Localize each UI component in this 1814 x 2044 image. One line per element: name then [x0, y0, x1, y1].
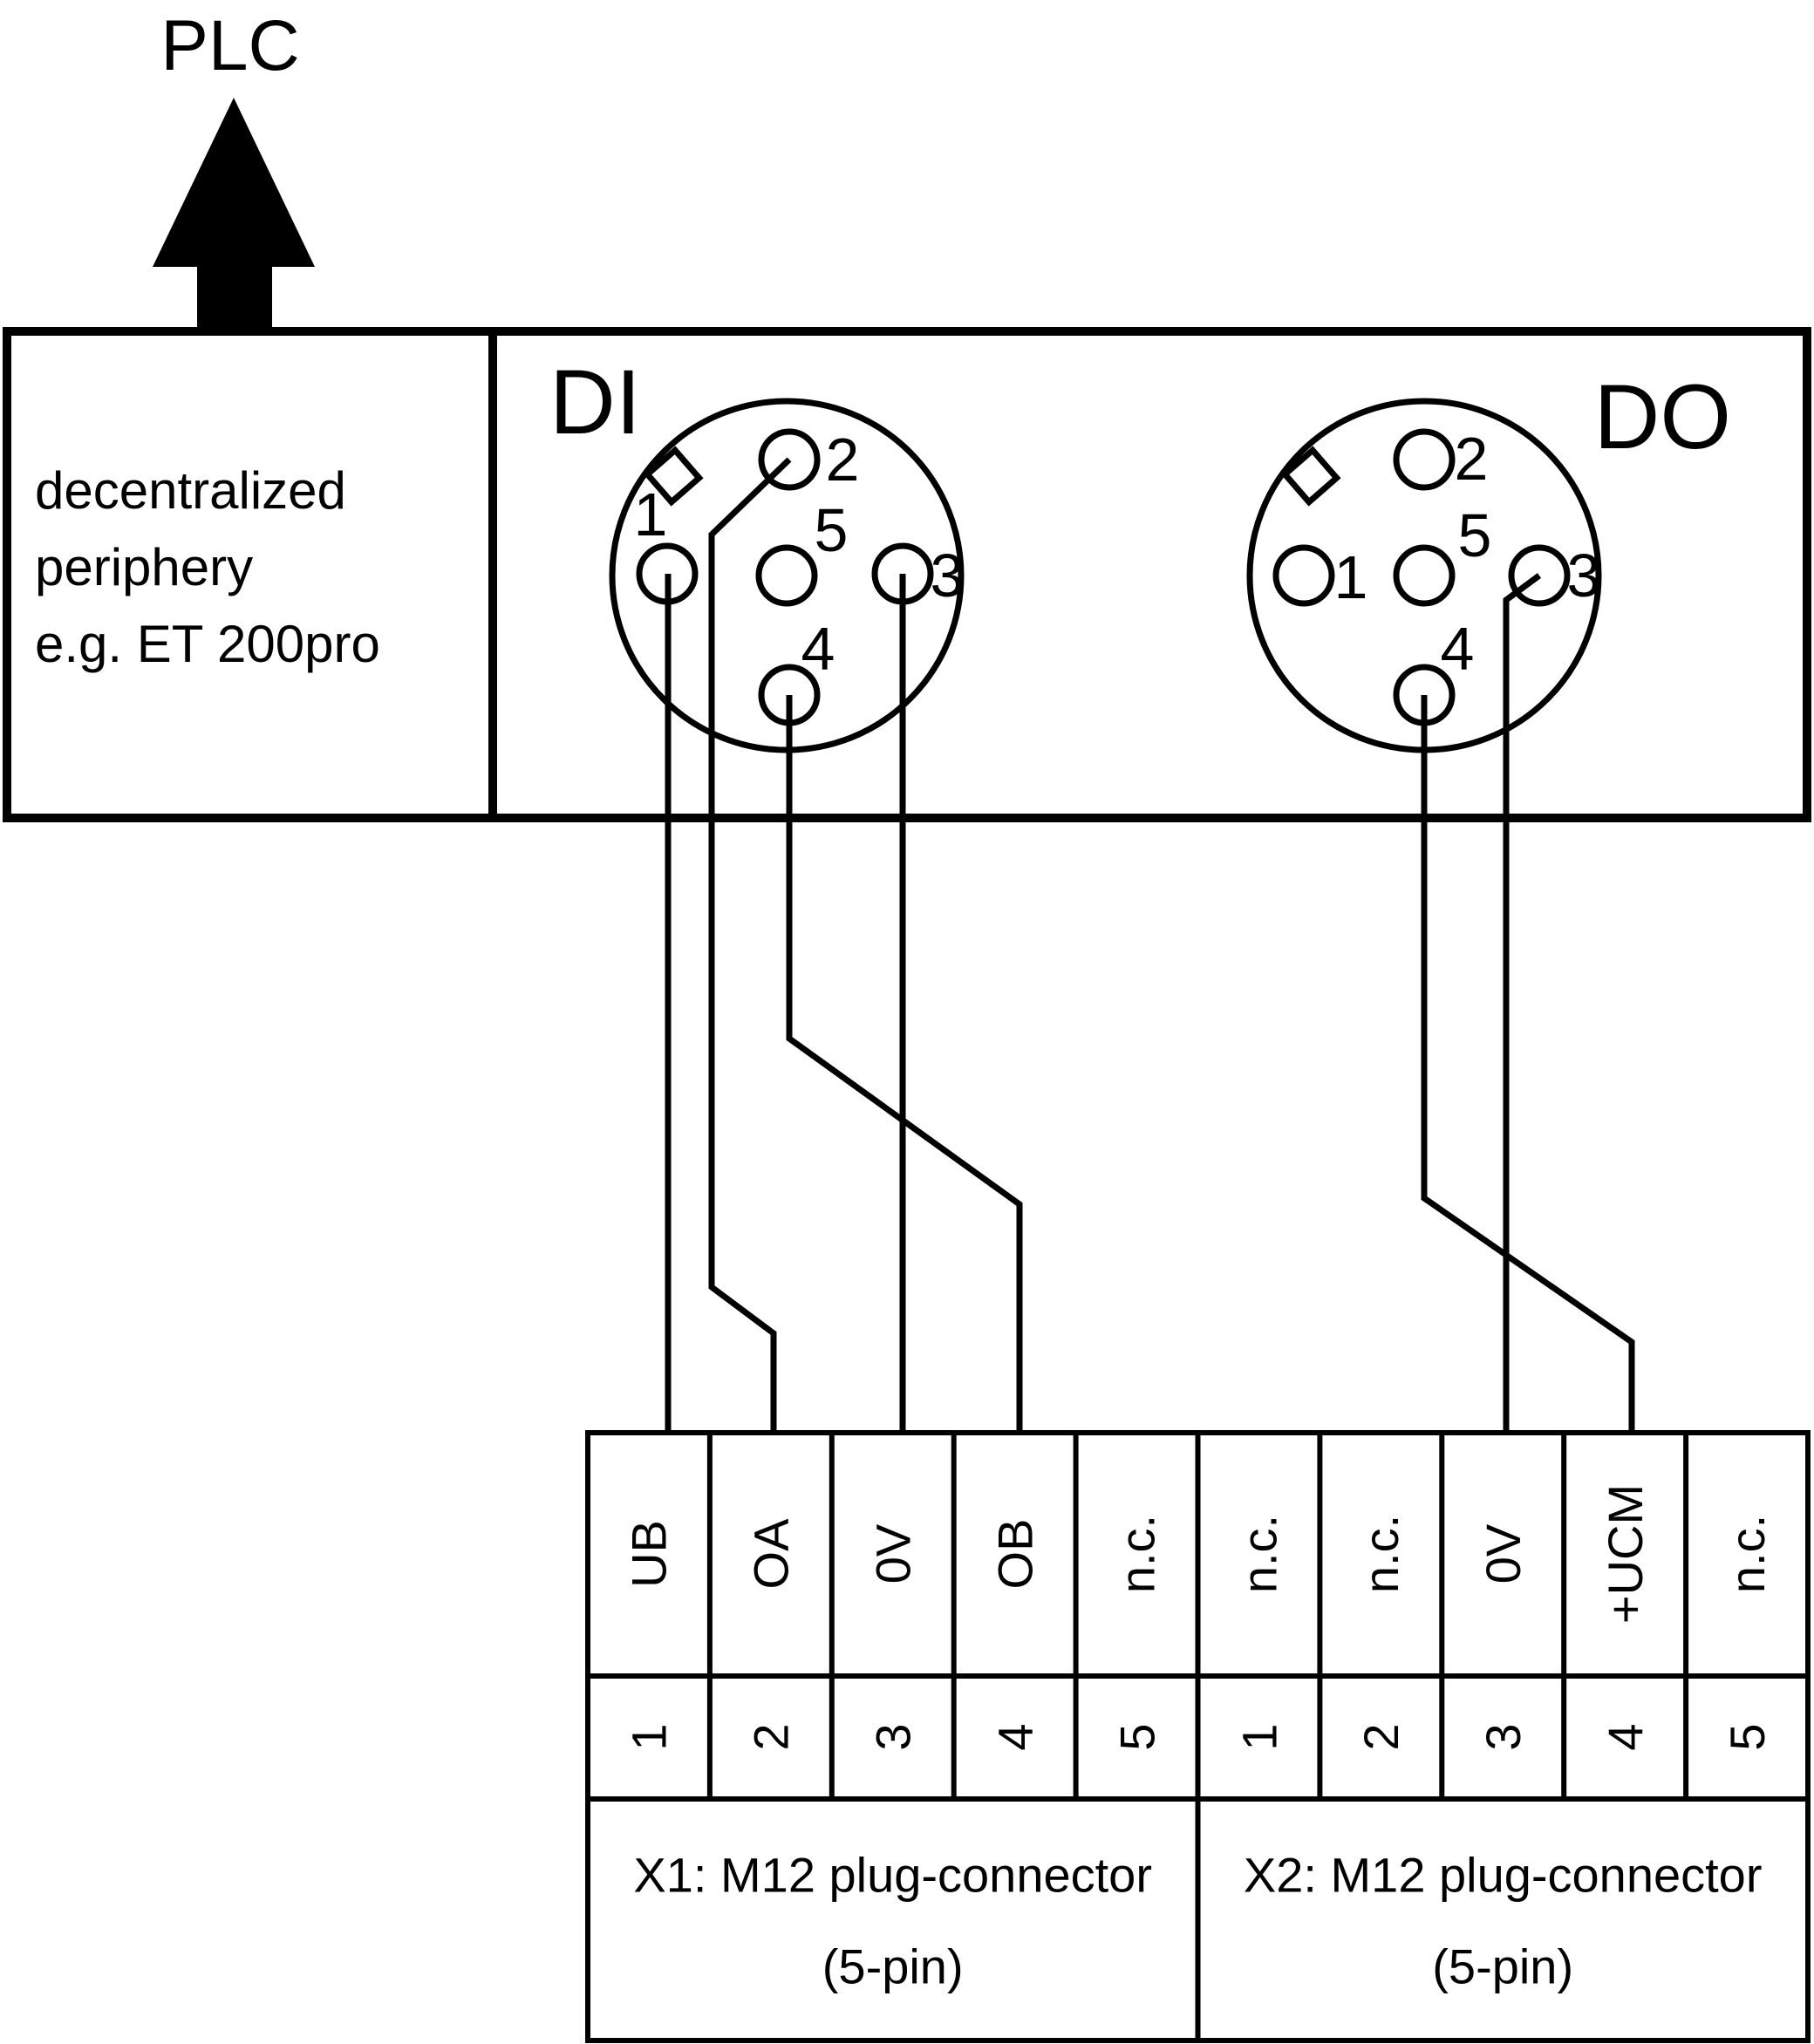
- do-pin-label-3: 3: [1567, 542, 1601, 610]
- do-pin-label-2: 2: [1455, 425, 1489, 493]
- x2-connector-sublabel: (5-pin): [1432, 1939, 1573, 1994]
- x2-pin-cell-4: 4: [1598, 1723, 1653, 1750]
- x1-pin-cell-2: 2: [744, 1723, 799, 1750]
- periphery-text-line3: e.g. ET 200pro: [35, 615, 380, 673]
- x2-signal-cell-3: 0V: [1476, 1523, 1531, 1584]
- x1-signal-cell-3: 0V: [866, 1523, 921, 1584]
- x1-signal-cell-1: UB: [622, 1520, 677, 1588]
- x1-connector-label: X1: M12 plug-connector: [633, 1848, 1152, 1903]
- wire-di-pin4-to-ob: [786, 695, 1023, 1433]
- do-title: DO: [1594, 366, 1732, 468]
- x2-connector-label: X2: M12 plug-connector: [1244, 1848, 1763, 1903]
- x2-signal-cell-4: +UCM: [1598, 1484, 1653, 1624]
- x1-pin-cell-1: 1: [622, 1723, 677, 1750]
- do-notch-icon: [1280, 446, 1341, 507]
- di-pin-label-1: 1: [634, 480, 668, 548]
- x2-signal-cell-5: n.c.: [1720, 1515, 1775, 1593]
- x2-signal-cell-2: n.c.: [1354, 1515, 1408, 1593]
- di-notch-icon: [643, 446, 704, 507]
- periphery-text-line2: periphery: [35, 538, 253, 596]
- di-pin-label-3: 3: [931, 542, 965, 610]
- di-pin-label-4: 4: [801, 615, 835, 683]
- x1-signal-cell-2: OA: [744, 1518, 799, 1590]
- x2-pin-cell-1: 1: [1231, 1723, 1286, 1750]
- di-pin-5: [755, 544, 818, 607]
- do-pin-2: [1393, 428, 1456, 491]
- x1-connector-sublabel: (5-pin): [822, 1939, 964, 1994]
- do-pin-label-1: 1: [1334, 543, 1368, 611]
- x2-pin-cell-2: 2: [1354, 1723, 1408, 1750]
- do-pin-label-5: 5: [1458, 501, 1492, 569]
- x1-pin-cell-4: 4: [988, 1723, 1043, 1750]
- do-pin-label-4: 4: [1441, 615, 1475, 683]
- x1-pin-cell-5: 5: [1110, 1723, 1165, 1750]
- do-pin-1: [1272, 544, 1335, 607]
- wire-di-pin2-to-oa: [708, 457, 792, 1433]
- di-pin-label-5: 5: [815, 496, 849, 564]
- x2-pin-cell-5: 5: [1720, 1723, 1775, 1750]
- di-title: DI: [549, 351, 641, 453]
- wire-do-pin3-to-0v: [1503, 573, 1542, 1433]
- x1-pin-cell-3: 3: [866, 1723, 921, 1750]
- x2-signal-cell-1: n.c.: [1231, 1515, 1286, 1593]
- do-pin-5: [1393, 544, 1456, 607]
- x2-pin-cell-3: 3: [1476, 1723, 1531, 1750]
- x1-signal-cell-5: n.c.: [1110, 1515, 1165, 1593]
- plc-label: PLC: [160, 6, 300, 85]
- di-pin-label-2: 2: [826, 426, 860, 494]
- periphery-box: [3, 327, 497, 822]
- plc-arrow-icon: [153, 98, 315, 335]
- x1-signal-cell-4: OB: [988, 1519, 1043, 1590]
- periphery-text-line1: decentralized: [35, 461, 346, 520]
- wire-do-pin4-to-ucm: [1421, 695, 1635, 1433]
